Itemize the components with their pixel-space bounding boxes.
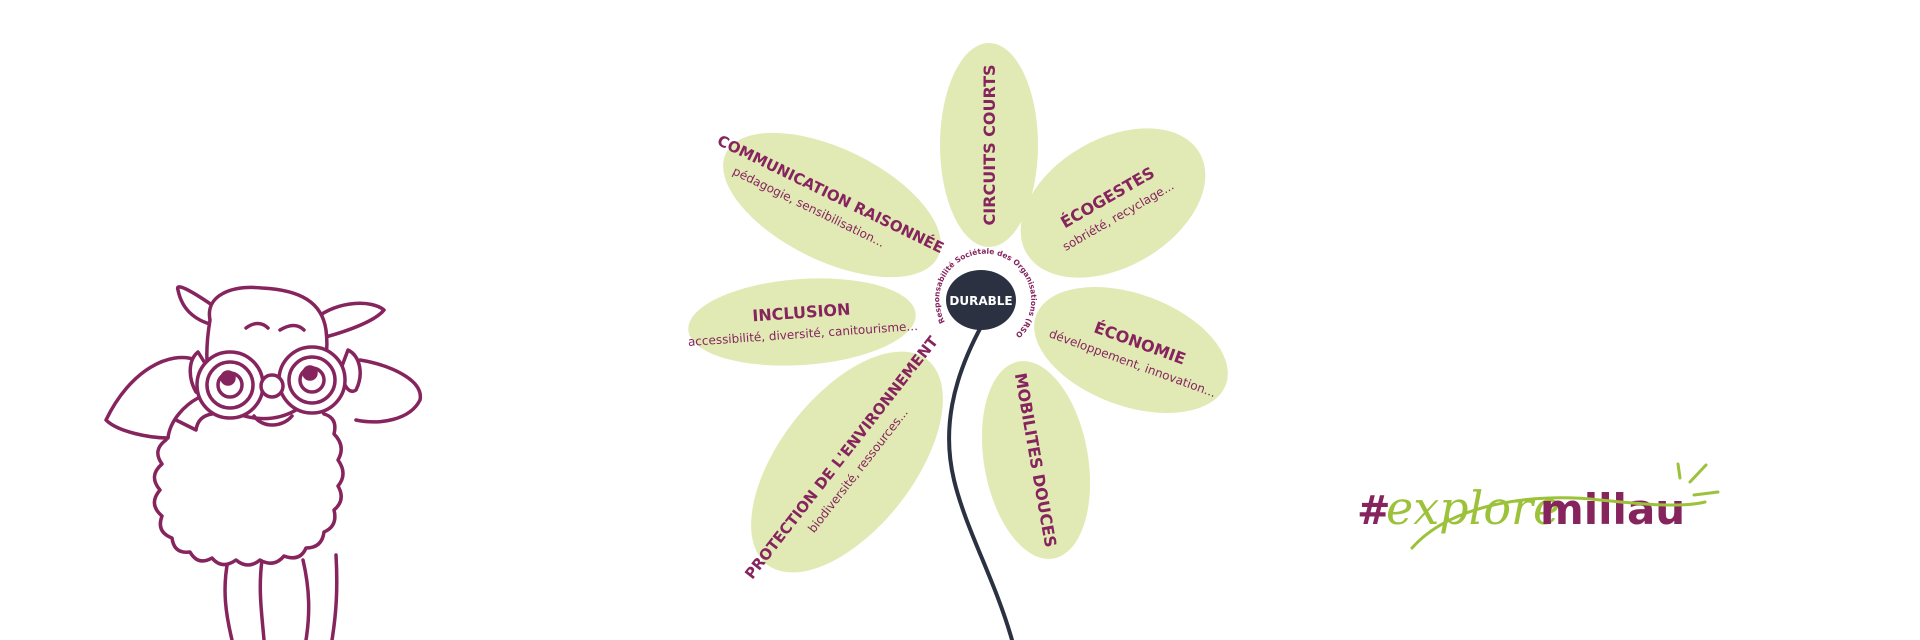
petal-circuits-courts: CIRCUITS COURTS	[940, 43, 1038, 247]
flower-center	[946, 270, 1016, 330]
petal-inclusion: INCLUSION accessibilité, diversité, cani…	[687, 278, 918, 366]
logo-millau: millau	[1540, 485, 1685, 534]
sheep-with-binoculars-icon	[104, 285, 422, 640]
exploremillau-logo: # explore millau	[1357, 462, 1720, 550]
logo-sparkle-icon	[1676, 462, 1720, 497]
petal-ecogestes: ÉCOGESTES sobriété, recyclage...	[1020, 128, 1206, 278]
petal-communication-raisonnee: COMMUNICATION RAISONNÉE pédagogie, sensi…	[714, 131, 947, 278]
petal-mobilites-douces: MOBILITES DOUCES	[981, 361, 1091, 559]
petal-economie: ÉCONOMIE développement, innovation...	[1034, 287, 1228, 413]
petals: CIRCUITS COURTS ÉCOGESTES sobriété, recy…	[687, 43, 1228, 583]
petal-title: CIRCUITS COURTS	[980, 64, 999, 225]
logo-swoosh	[1410, 496, 1707, 550]
logo-explore: explore	[1386, 481, 1560, 535]
center-label: DURABLE	[949, 294, 1012, 308]
logo-hash: #	[1357, 488, 1391, 534]
flower-stem	[947, 323, 1014, 640]
